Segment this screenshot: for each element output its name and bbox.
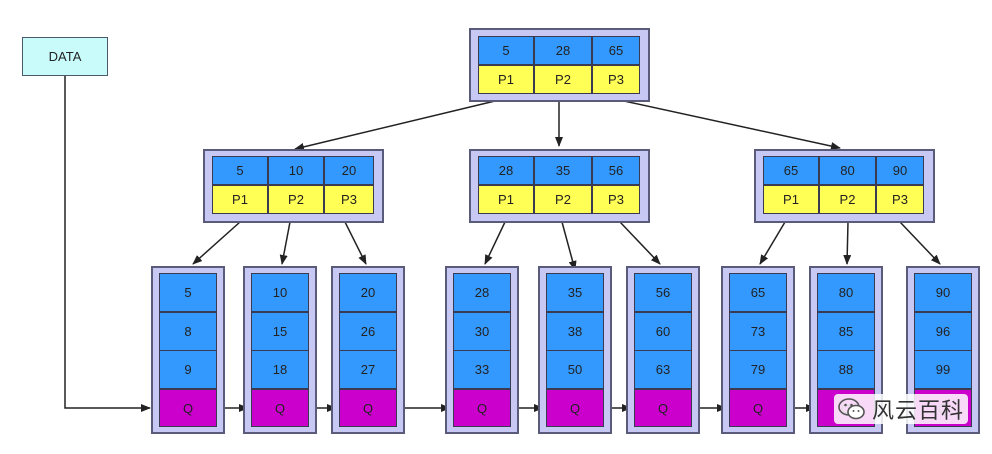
internal-node-pointer: P1 [212,185,268,214]
leaf-q: Q [339,389,397,427]
leaf-key: 9 [159,350,217,389]
leaf-key: 73 [729,312,787,351]
leaf-key: 80 [817,273,875,312]
internal-node-pointer: P3 [876,185,924,214]
leaf-key: 56 [634,273,692,312]
root-node-pointer: P1 [478,65,534,94]
internal-node-pointer: P2 [534,185,592,214]
internal-node-key: 80 [819,156,876,185]
leaf-key: 20 [339,273,397,312]
internal-node-pointer: P2 [819,185,876,214]
leaf-key: 60 [634,312,692,351]
internal-node-pointer: P3 [324,185,374,214]
leaf-key: 10 [251,273,309,312]
leaf-key: 27 [339,350,397,389]
internal-node-key: 56 [592,156,640,185]
internal-node-pointer: P2 [268,185,324,214]
wechat-icon [838,398,865,420]
internal-node-key: 5 [212,156,268,185]
leaf-key: 8 [159,312,217,351]
leaf-key: 30 [453,312,511,351]
leaf-key: 35 [546,273,604,312]
root-node-pointer: P2 [534,65,592,94]
leaf-key: 96 [914,312,972,351]
internal-node-pointer: P1 [478,185,534,214]
leaf-key: 15 [251,312,309,351]
root-node-key: 28 [534,36,592,65]
leaf-key: 65 [729,273,787,312]
leaf-key: 26 [339,312,397,351]
internal-node-key: 10 [268,156,324,185]
leaf-q: Q [159,389,217,427]
leaf-q: Q [453,389,511,427]
leaf-key: 28 [453,273,511,312]
internal-node-key: 20 [324,156,374,185]
leaf-key: 88 [817,350,875,389]
leaf-key: 5 [159,273,217,312]
internal-node-pointer: P1 [763,185,819,214]
data-box: DATA [22,37,108,76]
leaf-key: 90 [914,273,972,312]
leaf-key: 38 [546,312,604,351]
watermark-text: 风云百科 [871,398,964,423]
leaf-key: 18 [251,350,309,389]
leaf-key: 63 [634,350,692,389]
internal-node-key: 65 [763,156,819,185]
internal-node-pointer: P3 [592,185,640,214]
leaf-key: 79 [729,350,787,389]
leaf-key: 33 [453,350,511,389]
root-node-key: 65 [592,36,640,65]
internal-node-key: 90 [876,156,924,185]
leaf-q: Q [546,389,604,427]
root-node-key: 5 [478,36,534,65]
leaf-q: Q [729,389,787,427]
leaf-key: 99 [914,350,972,389]
internal-node-key: 28 [478,156,534,185]
root-node-pointer: P3 [592,65,640,94]
leaf-q: Q [634,389,692,427]
leaf-key: 85 [817,312,875,351]
watermark: 风云百科 [833,394,968,424]
leaf-key: 50 [546,350,604,389]
internal-node-key: 35 [534,156,592,185]
leaf-q: Q [251,389,309,427]
